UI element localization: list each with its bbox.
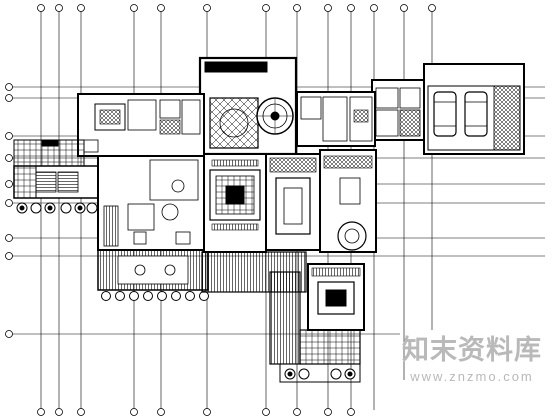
east-wing xyxy=(371,79,425,141)
media-room xyxy=(307,263,365,331)
watermark: 知末资料库 www.znzmo.com xyxy=(402,328,542,384)
entry-core xyxy=(198,56,298,156)
southwest-deck xyxy=(97,249,209,291)
south-lawn xyxy=(279,363,361,383)
watermark-url: www.znzmo.com xyxy=(410,369,534,384)
bottom-grid-bubbles xyxy=(37,408,355,416)
car-right xyxy=(464,91,488,137)
west-suite xyxy=(77,93,205,157)
deck-shrubs xyxy=(101,291,209,301)
left-grid-bubbles xyxy=(5,83,13,338)
top-grid-bubbles xyxy=(37,4,436,12)
car-left xyxy=(433,91,457,137)
watermark-title: 知末资料库 xyxy=(402,335,542,365)
garage-block xyxy=(423,63,525,155)
south-shrubs xyxy=(284,368,356,380)
dining-room xyxy=(265,153,321,251)
south-walkway xyxy=(269,271,361,365)
great-hall xyxy=(203,153,267,253)
west-shrubs xyxy=(16,202,98,214)
kitchen xyxy=(319,149,377,253)
north-rooms xyxy=(296,91,376,147)
living-room xyxy=(97,155,205,251)
